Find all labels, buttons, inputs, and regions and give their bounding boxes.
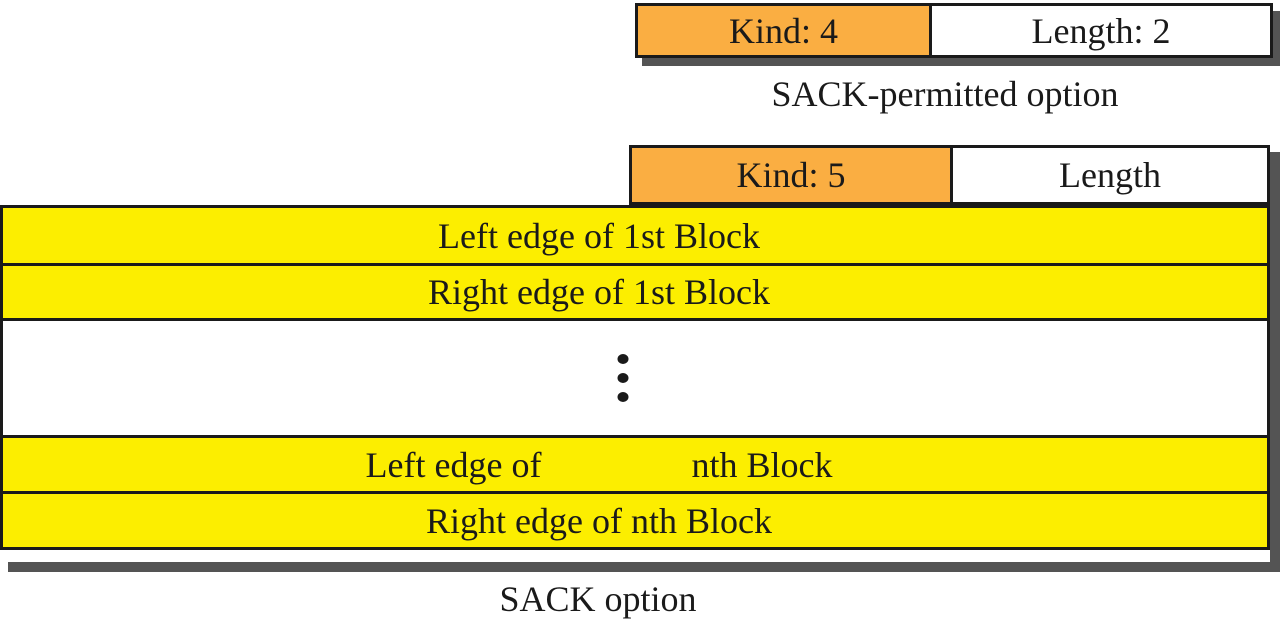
sack-length-cell: Length <box>953 148 1267 202</box>
row-ellipsis <box>3 318 1267 435</box>
sack-permitted-kind-label: Kind: 4 <box>728 10 838 51</box>
row-right-edge-nth-block-label: Right edge of nth Block <box>426 500 772 541</box>
sack-block-shadow-bottom <box>8 562 1280 572</box>
sack-permitted-caption: SACK-permitted option <box>771 74 1119 114</box>
row-left-edge-nth-block-label: Left edge of nth Block <box>366 447 833 483</box>
ellipsis-dot <box>617 354 629 364</box>
ellipsis-dot <box>617 373 629 383</box>
sack-permitted-header: Kind: 4 Length: 2 <box>635 3 1273 58</box>
row-right-edge-1st-block-label: Right edge of 1st Block <box>428 272 770 312</box>
sack-kind-label: Kind: 5 <box>736 155 846 195</box>
sack-rows: Left edge of 1st Block Right edge of 1st… <box>0 205 1270 550</box>
vertical-ellipsis-icon <box>617 354 629 402</box>
sack-caption: SACK option <box>499 579 697 619</box>
row-right-edge-nth-block: Right edge of nth Block <box>3 491 1267 547</box>
row-right-edge-1st-block: Right edge of 1st Block <box>3 263 1267 318</box>
sack-length-label: Length <box>1059 155 1161 195</box>
ellipsis-dot <box>617 392 629 402</box>
sack-header: Kind: 5 Length <box>629 145 1270 205</box>
row-left-edge-1st-block: Left edge of 1st Block <box>3 208 1267 263</box>
sack-permitted-length-label: Length: 2 <box>1031 10 1171 51</box>
sack-permitted-length-cell: Length: 2 <box>932 6 1270 55</box>
sack-kind-cell: Kind: 5 <box>632 148 953 202</box>
sack-permitted-kind-cell: Kind: 4 <box>638 6 932 55</box>
row-left-edge-nth-block: Left edge of nth Block <box>3 435 1267 491</box>
row-left-edge-nth-part1: Left edge of <box>365 444 542 485</box>
row-left-edge-nth-part2: nth Block <box>691 444 833 485</box>
sack-block-shadow-right <box>1270 152 1280 572</box>
row-left-edge-1st-block-label: Left edge of 1st Block <box>438 215 760 256</box>
